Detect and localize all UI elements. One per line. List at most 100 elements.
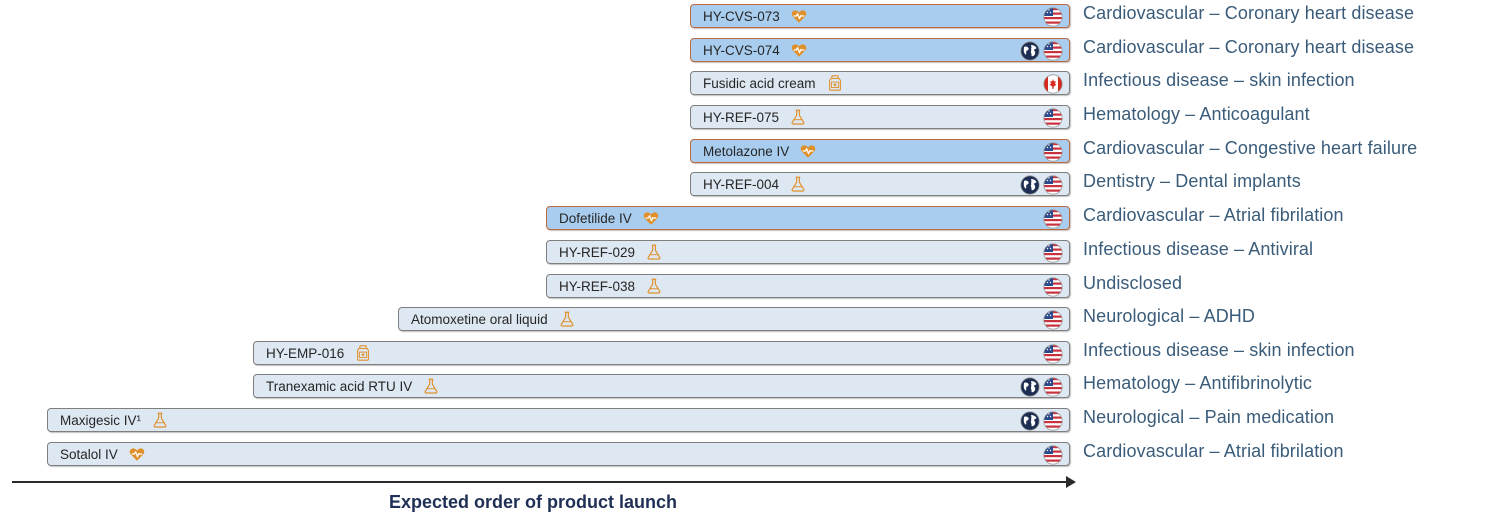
product-name: HY-EMP-016: [266, 345, 345, 361]
product-bar-dofetilide-iv: Dofetilide IV: [546, 206, 1070, 230]
heart-icon: [790, 7, 808, 25]
pipeline-row: Fusidic acid cream Infectious disease – s…: [0, 70, 1486, 97]
separator: –: [1228, 70, 1250, 90]
us-flag-icon: [1043, 7, 1063, 27]
product-name: Dofetilide IV: [559, 210, 632, 226]
separator: –: [1204, 37, 1225, 57]
therapeutic-area-label: Neurological – ADHD: [1083, 306, 1255, 327]
us-flag-icon: [1043, 277, 1063, 297]
product-name: HY-REF-004: [703, 176, 780, 192]
heart-icon: [799, 142, 817, 160]
therapeutic-area-label: Infectious disease – Antiviral: [1083, 239, 1313, 260]
market-flags: [1043, 74, 1063, 94]
therapeutic-category: Neurological: [1083, 407, 1185, 427]
indication: Anticoagulant: [1199, 104, 1310, 124]
therapeutic-area-label: Infectious disease – skin infection: [1083, 340, 1355, 361]
therapeutic-category: Infectious disease: [1083, 239, 1229, 259]
market-flags: [1043, 243, 1063, 263]
product-bar-atomoxetine-oral-liquid: Atomoxetine oral liquid: [398, 307, 1070, 331]
indication: Antifibrinolytic: [1199, 373, 1313, 393]
market-flags: [1043, 7, 1063, 27]
indication: Atrial fibrilation: [1223, 205, 1344, 225]
us-flag-icon: [1043, 243, 1063, 263]
market-flags: [1043, 310, 1063, 330]
product-bar-hy-emp-016: HY-EMP-016: [253, 341, 1070, 365]
flask-icon: [645, 277, 663, 295]
product-name: Maxigesic IV¹: [60, 412, 142, 428]
globe-icon: [1020, 175, 1040, 195]
therapeutic-category: Cardiovascular: [1083, 3, 1205, 23]
separator: –: [1180, 104, 1200, 124]
product-bar-metolazone-iv: Metolazone IV: [690, 139, 1070, 163]
therapeutic-category: Cardiovascular: [1083, 37, 1205, 57]
therapeutic-area-label: Hematology – Anticoagulant: [1083, 104, 1310, 125]
product-bar-hy-cvs-074: HY-CVS-074: [690, 38, 1070, 62]
indication: skin infection: [1249, 340, 1355, 360]
therapeutic-category: Infectious disease: [1083, 340, 1229, 360]
product-name: HY-REF-029: [559, 244, 636, 260]
indication: skin infection: [1249, 70, 1355, 90]
therapeutic-area-label: Cardiovascular – Atrial fibrilation: [1083, 441, 1344, 462]
heart-icon: [790, 41, 808, 59]
separator: –: [1204, 441, 1224, 461]
therapeutic-area-label: Cardiovascular – Atrial fibrilation: [1083, 205, 1344, 226]
product-bar-fusidic-acid-cream: Fusidic acid cream: [690, 71, 1070, 95]
product-bar-tranexamic-acid-rtu-iv: Tranexamic acid RTU IV: [253, 374, 1070, 398]
product-name: HY-REF-038: [559, 278, 636, 294]
therapeutic-category: Cardiovascular: [1083, 441, 1205, 461]
therapeutic-area-label: Cardiovascular – Congestive heart failur…: [1083, 138, 1417, 159]
flask-icon: [422, 377, 440, 395]
market-flags: [1020, 175, 1063, 195]
us-flag-icon: [1043, 310, 1063, 330]
market-flags: [1020, 411, 1063, 431]
separator: –: [1204, 3, 1225, 23]
therapeutic-category: Neurological: [1083, 306, 1185, 326]
pipeline-row: Maxigesic IV¹ Neurological – Pain medicat…: [0, 407, 1486, 434]
flask-icon: [558, 310, 576, 328]
therapeutic-category: Cardiovascular: [1083, 138, 1205, 158]
us-flag-icon: [1043, 411, 1063, 431]
product-bar-hy-ref-029: HY-REF-029: [546, 240, 1070, 264]
market-flags: [1020, 377, 1063, 397]
market-flags: [1043, 277, 1063, 297]
flask-icon: [151, 411, 169, 429]
axis-label: Expected order of product launch: [389, 492, 678, 512]
product-name: Tranexamic acid RTU IV: [266, 378, 413, 394]
product-bar-hy-ref-004: HY-REF-004: [690, 172, 1070, 196]
pipeline-row: HY-REF-075 Hematology – Anticoagulant: [0, 104, 1486, 131]
indication: Congestive heart failure: [1224, 138, 1418, 158]
separator: –: [1204, 205, 1224, 225]
heart-icon: [642, 209, 660, 227]
market-flags: [1043, 344, 1063, 364]
market-flags: [1043, 142, 1063, 162]
flask-icon: [645, 243, 663, 261]
product-bar-hy-ref-075: HY-REF-075: [690, 105, 1070, 129]
therapeutic-category: Dentistry: [1083, 171, 1155, 191]
us-flag-icon: [1043, 41, 1063, 61]
us-flag-icon: [1043, 445, 1063, 465]
pipeline-row: Tranexamic acid RTU IV Hematology – Antif…: [0, 373, 1486, 400]
product-name: Fusidic acid cream: [703, 75, 816, 91]
therapeutic-category: Cardiovascular: [1083, 205, 1205, 225]
market-flags: [1020, 41, 1063, 61]
therapeutic-area-label: Dentistry – Dental implants: [1083, 171, 1301, 192]
therapeutic-area-label: Infectious disease – skin infection: [1083, 70, 1355, 91]
market-flags: [1043, 209, 1063, 229]
pipeline-row: HY-CVS-074 Cardiovascular – Coronary hear…: [0, 37, 1486, 64]
therapeutic-area-label: Hematology – Antifibrinolytic: [1083, 373, 1312, 394]
us-flag-icon: [1043, 175, 1063, 195]
separator: –: [1180, 373, 1200, 393]
pipeline-row: Atomoxetine oral liquid Neurological – AD…: [0, 306, 1486, 333]
product-bar-hy-cvs-073: HY-CVS-073: [690, 4, 1070, 28]
us-flag-icon: [1043, 209, 1063, 229]
pipeline-row: Metolazone IV Cardiovascular – Congestive…: [0, 138, 1486, 165]
pipeline-row: HY-CVS-073 Cardiovascular – Coronary hear…: [0, 3, 1486, 30]
indication: Coronary heart disease: [1224, 3, 1415, 23]
indication: Coronary heart disease: [1224, 37, 1415, 57]
launch-order-axis-line: [12, 481, 1074, 483]
therapeutic-area-label: Neurological – Pain medication: [1083, 407, 1334, 428]
indication: Antiviral: [1248, 239, 1314, 259]
